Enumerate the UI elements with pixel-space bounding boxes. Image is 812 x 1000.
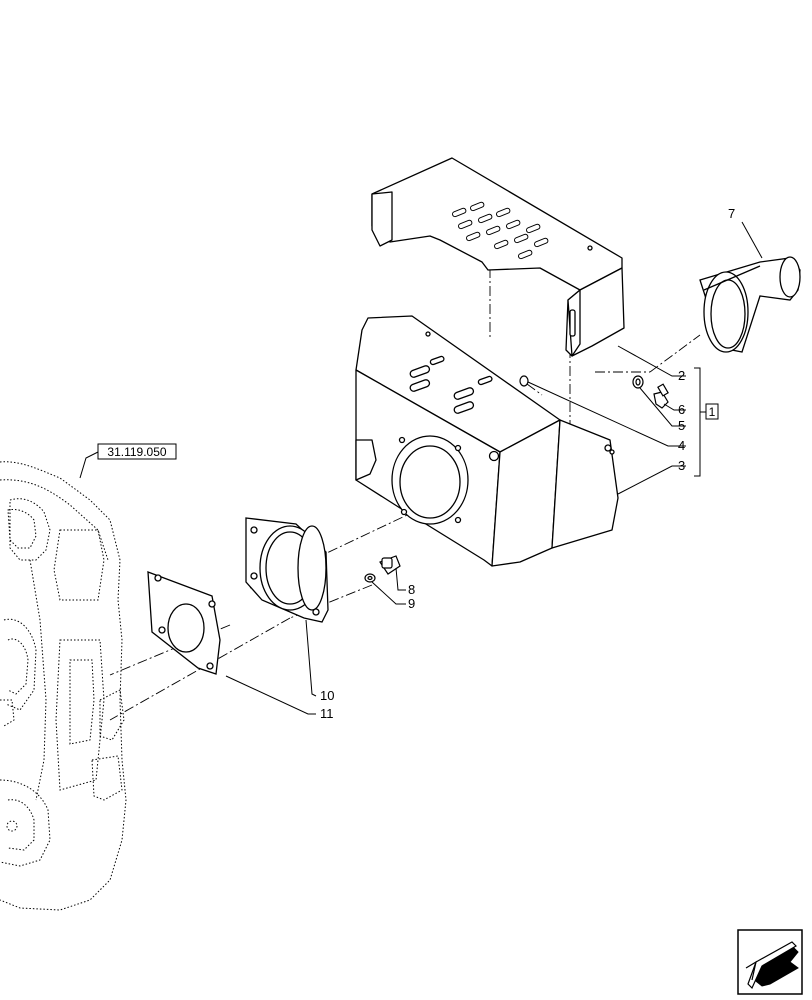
small-hardware xyxy=(519,375,669,409)
callout-9: 9 xyxy=(408,596,415,611)
cross-reference-box[interactable]: 31.119.050 xyxy=(97,443,177,460)
group-box: 1 xyxy=(705,403,719,420)
callout-8: 8 xyxy=(408,582,415,597)
cross-reference-label[interactable]: 31.119.050 xyxy=(107,445,166,459)
exhaust-flange xyxy=(245,517,329,623)
main-muffler-shield xyxy=(355,315,619,567)
callout-7: 7 xyxy=(728,206,735,221)
callout-3: 3 xyxy=(678,458,685,473)
callout-leader-lines xyxy=(79,221,763,715)
callout-5: 5 xyxy=(678,418,685,433)
transmission-housing-phantom xyxy=(0,461,127,911)
bolt-and-washer xyxy=(364,555,401,583)
nut-4 xyxy=(519,375,529,387)
callout-11: 11 xyxy=(320,706,334,721)
callout-2: 2 xyxy=(678,368,685,383)
callout-6: 6 xyxy=(678,402,685,417)
callout-10: 10 xyxy=(320,688,334,703)
flange-gasket xyxy=(147,571,221,675)
top-heat-shield xyxy=(371,157,625,357)
callout-4: 4 xyxy=(678,438,685,453)
next-page-arrow-icon[interactable] xyxy=(737,929,803,995)
callout-1: 1 xyxy=(709,405,716,419)
exhaust-tail-pipe xyxy=(699,256,801,353)
callout-numbers: 2 3 4 5 6 7 8 9 10 11 xyxy=(320,206,735,721)
